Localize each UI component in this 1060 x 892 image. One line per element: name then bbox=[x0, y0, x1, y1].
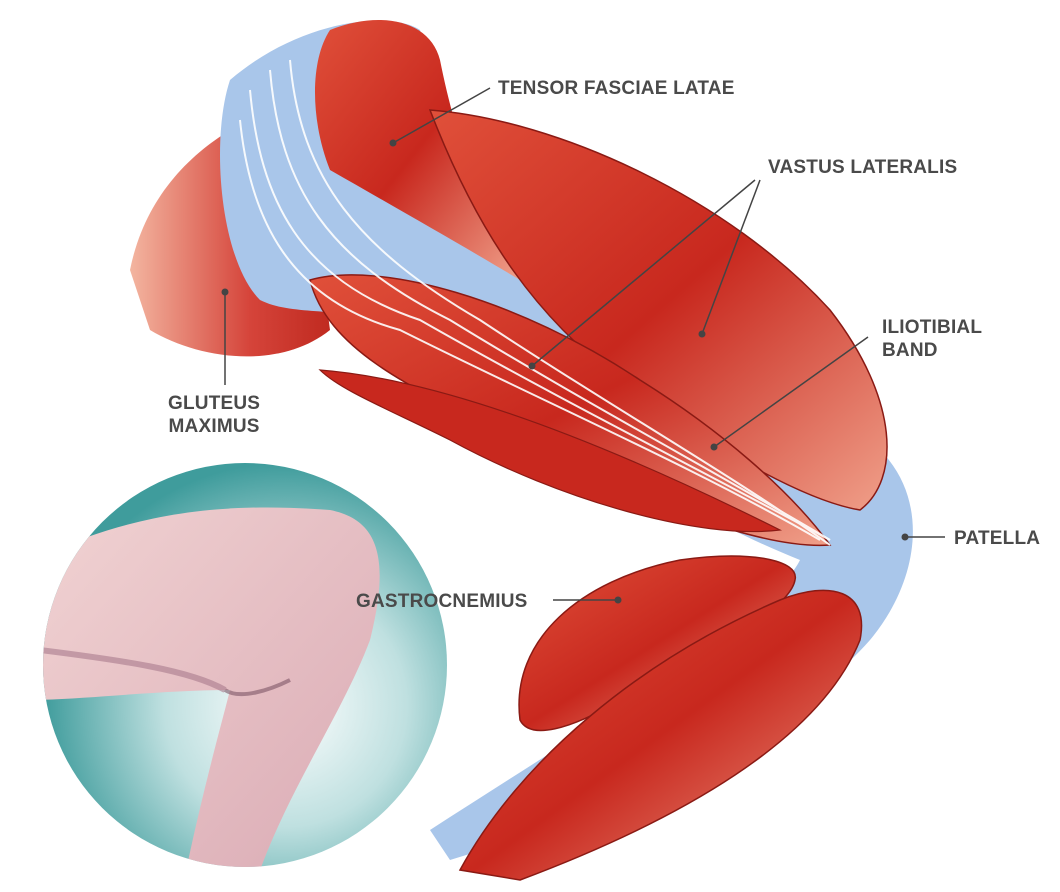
leader-lines bbox=[224, 87, 945, 601]
label-iliotibial-band-line2: BAND bbox=[882, 340, 938, 361]
leader-dots bbox=[221, 139, 909, 604]
tensor-fasciae-latae-muscle bbox=[315, 20, 520, 280]
label-gluteus-maximus-line2: MAXIMUS bbox=[168, 416, 260, 437]
lower-leg-muscle bbox=[458, 589, 863, 881]
label-tensor-fasciae-latae: TENSOR FASCIAE LATAE bbox=[498, 78, 735, 99]
label-gastrocnemius: GASTROCNEMIUS bbox=[356, 591, 528, 612]
label-gluteus-maximus: GLUTEUS MAXIMUS bbox=[168, 392, 260, 438]
label-patella: PATELLA bbox=[954, 528, 1041, 549]
vastus-lateralis-muscle bbox=[428, 109, 888, 511]
label-iliotibial-band-line1: ILIOTIBIAL bbox=[882, 317, 983, 338]
label-iliotibial-band: ILIOTIBIAL BAND bbox=[882, 316, 982, 362]
label-gluteus-maximus-line1: GLUTEUS bbox=[168, 393, 261, 414]
knee-skin-inset bbox=[43, 463, 447, 867]
label-vastus-lateralis: VASTUS LATERALIS bbox=[768, 157, 958, 178]
